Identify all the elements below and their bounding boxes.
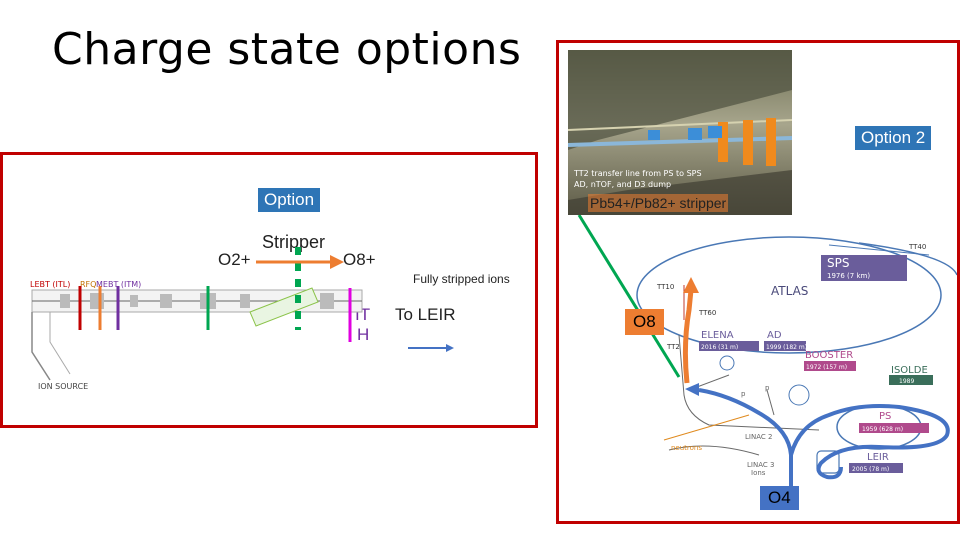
o8-beam-path [685,290,691,383]
ad-year: 1999 (182 m) [766,344,807,351]
elena-ring [720,356,734,370]
sps-label: SPS [827,256,849,270]
booster-label: BOOSTER [805,350,853,361]
leir-label: LEIR [867,452,889,463]
photo-caption-line1: TT2 transfer line from PS to SPS [573,169,702,178]
linac3-label: LINAC 3 [747,461,774,469]
o8-label: O8 [625,309,664,335]
isolde-year: 1989 [899,378,914,385]
tt2-label: TT2 [666,343,680,351]
p-label-2: p [765,384,770,392]
atlas-label: ATLAS [771,284,808,298]
cern-complex-map: SPS 1976 (7 km) ATLAS ELENA 2016 (31 m) … [559,215,957,521]
tt40-label: TT40 [908,243,926,251]
tt10-label: TT10 [656,283,674,291]
ad-label: AD [767,330,782,341]
o4-path-arrowhead [685,383,699,396]
photo-caption-line2: AD, nTOF, and D3 dump [574,180,671,189]
tunnel-photo: TT2 transfer line from PS to SPS AD, nTO… [568,50,792,215]
p-label-1: p [741,390,746,398]
ps-label: PS [879,411,891,422]
leir-year: 2005 (78 m) [852,466,889,473]
booster-ring [789,385,809,405]
elena-label: ELENA [701,330,734,341]
tt60-label: TT60 [698,309,716,317]
neutrons-label: neutrons [671,444,702,452]
isolde-label: ISOLDE [891,365,928,376]
sps-year: 1976 (7 km) [827,272,870,280]
pb-stripper-label: Pb54+/Pb82+ stripper [588,194,728,212]
option2-label: Option 2 [855,126,931,150]
o8-path-arrowhead [683,277,699,293]
booster-year: 1972 (157 m) [806,364,847,371]
neutrons-line [664,415,749,440]
to-leir-arrow [408,344,454,352]
linac-schematic [0,152,538,428]
stripper-pointer [579,215,679,377]
o4-label: O4 [760,486,799,510]
ps-year: 1959 (628 m) [862,426,903,433]
slide-title: Charge state options [52,24,521,75]
linac2-label: LINAC 2 [745,433,772,441]
linac3-sub: Ions [751,469,766,477]
elena-year: 2016 (31 m) [701,344,738,351]
